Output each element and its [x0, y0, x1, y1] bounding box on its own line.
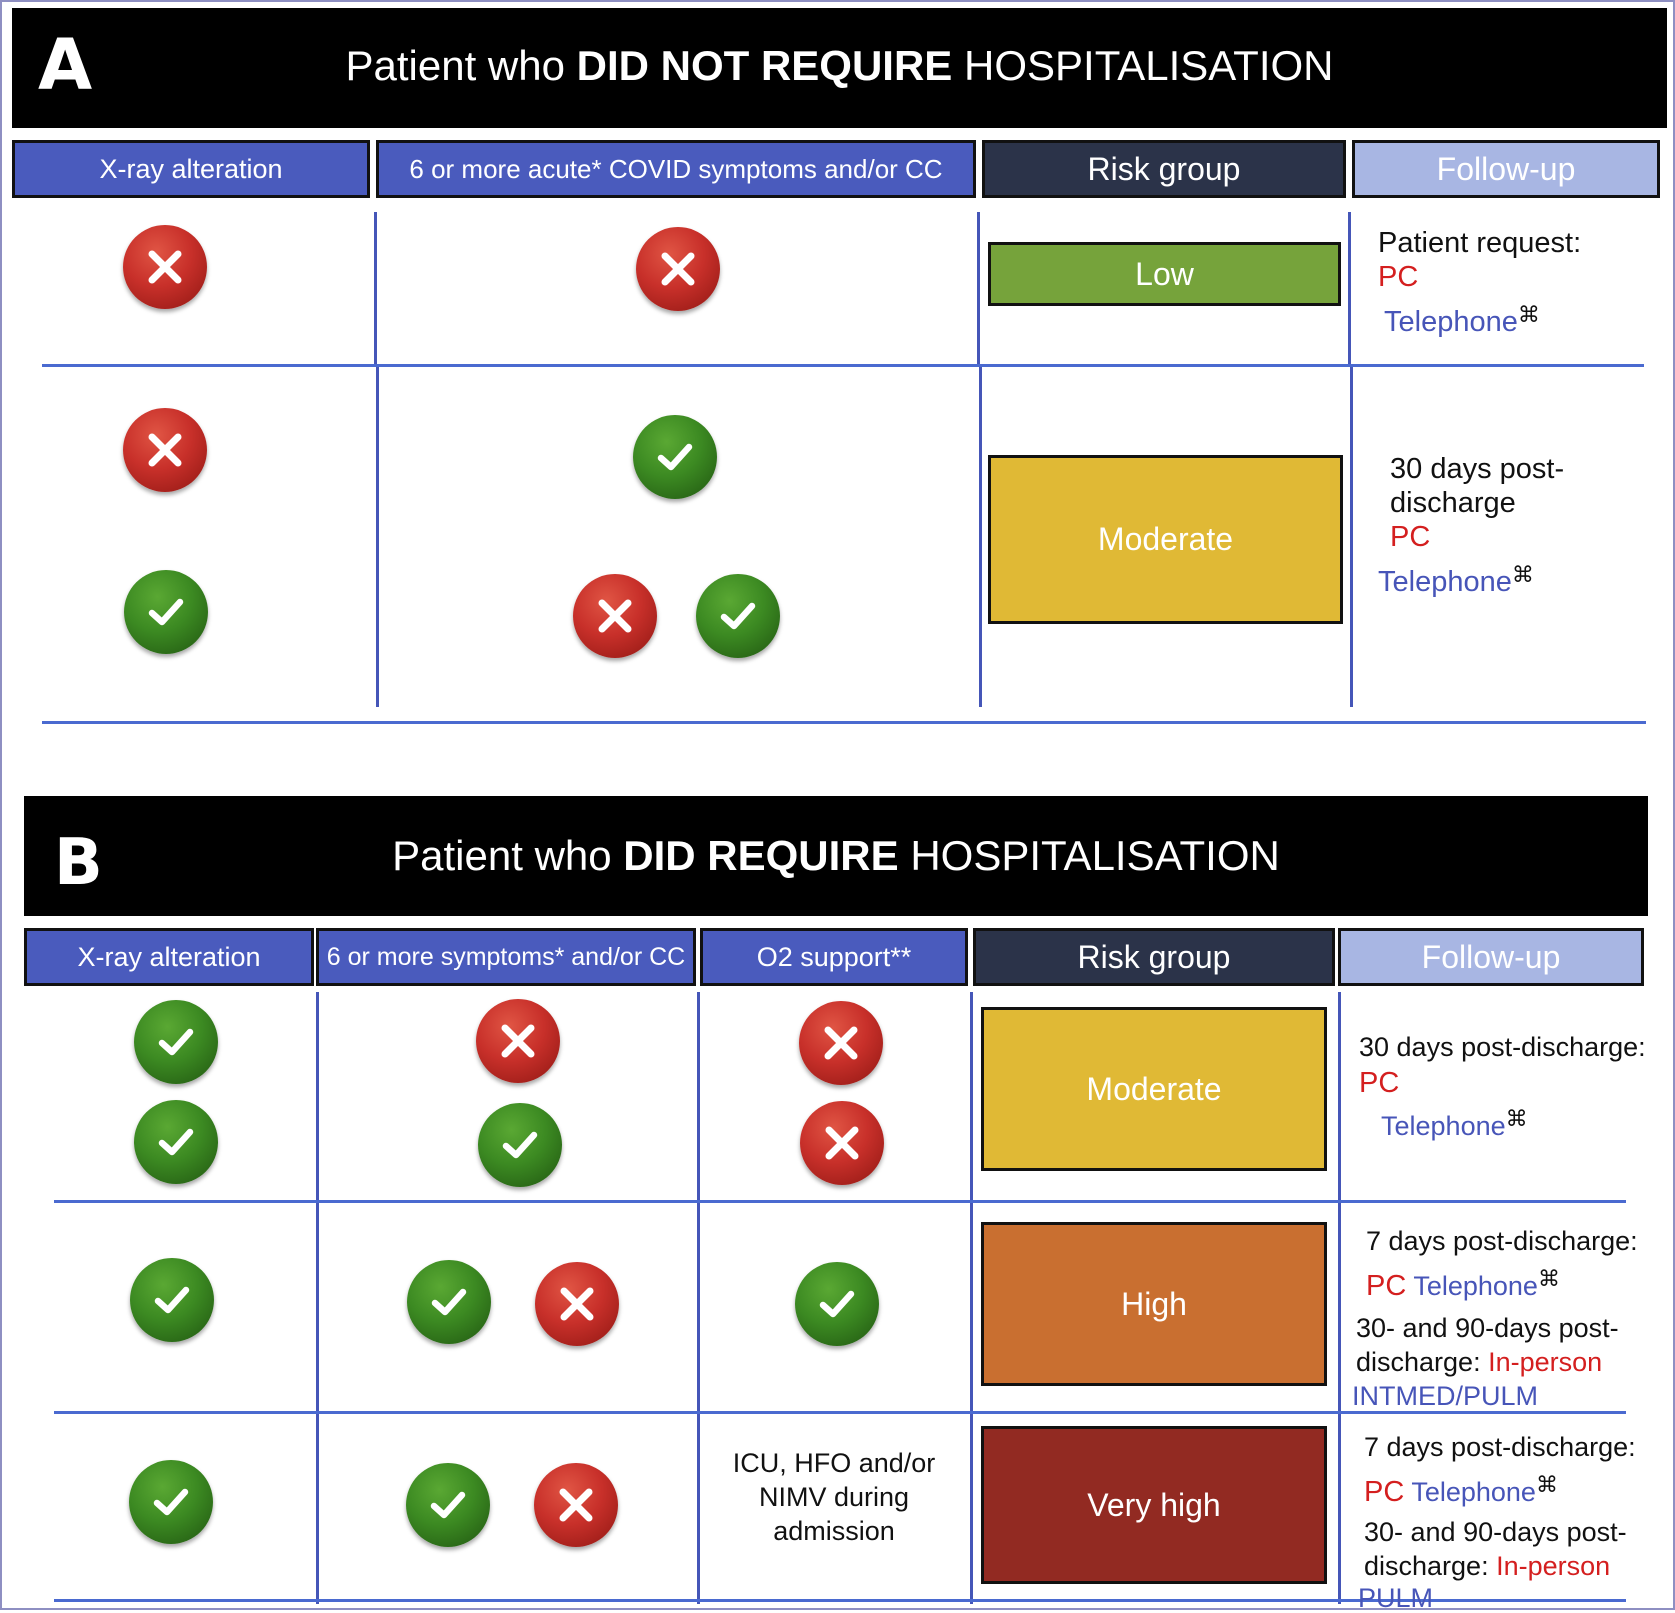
cross-icon [123, 225, 207, 309]
panel-b-risk-moderate: Moderate [981, 1007, 1327, 1171]
panel-b-banner: B Patient who DID REQUIRE HOSPITALISATIO… [24, 796, 1648, 916]
panel-b-grid-line [697, 992, 700, 1604]
panel-b-risk-very-high: Very high [981, 1426, 1327, 1584]
panel-a-grid-line [1348, 212, 1351, 366]
cross-icon [800, 1101, 884, 1185]
panel-b-followup-high: 7 days post-discharge: PC Telephone⌘ 30-… [1352, 1226, 1638, 1411]
command-mark-icon: ⌘ [1537, 1266, 1560, 1291]
panel-b-header-xray: X-ray alteration [24, 928, 314, 986]
check-icon [134, 1100, 218, 1184]
cross-icon [636, 227, 720, 311]
cross-icon [799, 1001, 883, 1085]
panel-a-header-symptoms: 6 or more acute* COVID symptoms and/or C… [376, 140, 976, 198]
panel-a-grid-line [977, 212, 980, 366]
check-icon [633, 415, 717, 499]
panel-b-grid-line [316, 992, 319, 1604]
panel-a-grid-line [374, 212, 377, 366]
panel-a-risk-low: Low [988, 242, 1341, 306]
panel-a-banner: A Patient who DID NOT REQUIRE HOSPITALIS… [12, 8, 1667, 128]
check-icon [130, 1258, 214, 1342]
panel-b-row-divider [54, 1200, 1626, 1203]
panel-b-grid-line [970, 992, 973, 1604]
panel-b-risk-high: High [981, 1222, 1327, 1386]
panel-a-header-followup: Follow-up [1352, 140, 1660, 198]
check-icon [134, 1000, 218, 1084]
panel-a-followup-moderate: 30 days post- discharge PC Telephone⌘ [1378, 453, 1565, 598]
cross-icon [123, 408, 207, 492]
panel-b-grid-line [1338, 992, 1341, 1604]
cross-icon [476, 999, 560, 1083]
panel-a-followup-low: Patient request: PC Telephone⌘ [1378, 227, 1582, 338]
panel-a-header-xray: X-ray alteration [12, 140, 370, 198]
panel-a-row-divider [42, 364, 1644, 367]
panel-b-header-o2: O2 support** [700, 928, 968, 986]
command-mark-icon: ⌘ [1505, 1106, 1528, 1131]
panel-b-followup-very-high: 7 days post-discharge: PC Telephone⌘ 30-… [1358, 1432, 1636, 1613]
check-icon [407, 1260, 491, 1344]
panel-a-grid-line [376, 367, 379, 707]
command-mark-icon: ⌘ [1517, 302, 1540, 327]
check-icon [795, 1262, 879, 1346]
panel-b-letter: B [54, 826, 103, 900]
panel-b-bottom-line [54, 1599, 1626, 1602]
cross-icon [534, 1463, 618, 1547]
panel-b-header-followup: Follow-up [1338, 928, 1644, 986]
check-icon [124, 570, 208, 654]
panel-b-o2-note: ICU, HFO and/or NIMV during admission [732, 1448, 936, 1546]
check-icon [406, 1463, 490, 1547]
command-mark-icon: ⌘ [1511, 562, 1534, 587]
panel-a-grid-line [1350, 367, 1353, 707]
cross-icon [535, 1262, 619, 1346]
command-mark-icon: ⌘ [1535, 1472, 1558, 1497]
check-icon [478, 1103, 562, 1187]
panel-a-risk-moderate: Moderate [988, 455, 1343, 624]
panel-b-row-divider [54, 1411, 1626, 1414]
panel-a-title: Patient who DID NOT REQUIRE HOSPITALISAT… [345, 42, 1334, 89]
panel-a-letter: A [38, 24, 93, 106]
panel-b-header-symptoms: 6 or more symptoms* and/or CC [316, 928, 696, 986]
panel-a-bottom-line [42, 721, 1646, 724]
check-icon [696, 574, 780, 658]
panel-b-followup-moderate: 30 days post-discharge: PC Telephone⌘ [1359, 1032, 1646, 1141]
panel-a-grid-line [979, 367, 982, 707]
panel-a-header-risk: Risk group [982, 140, 1346, 198]
panel-b-title: Patient who DID REQUIRE HOSPITALISATION [392, 832, 1280, 879]
panel-b-header-risk: Risk group [973, 928, 1335, 986]
check-icon [129, 1460, 213, 1544]
cross-icon [573, 574, 657, 658]
